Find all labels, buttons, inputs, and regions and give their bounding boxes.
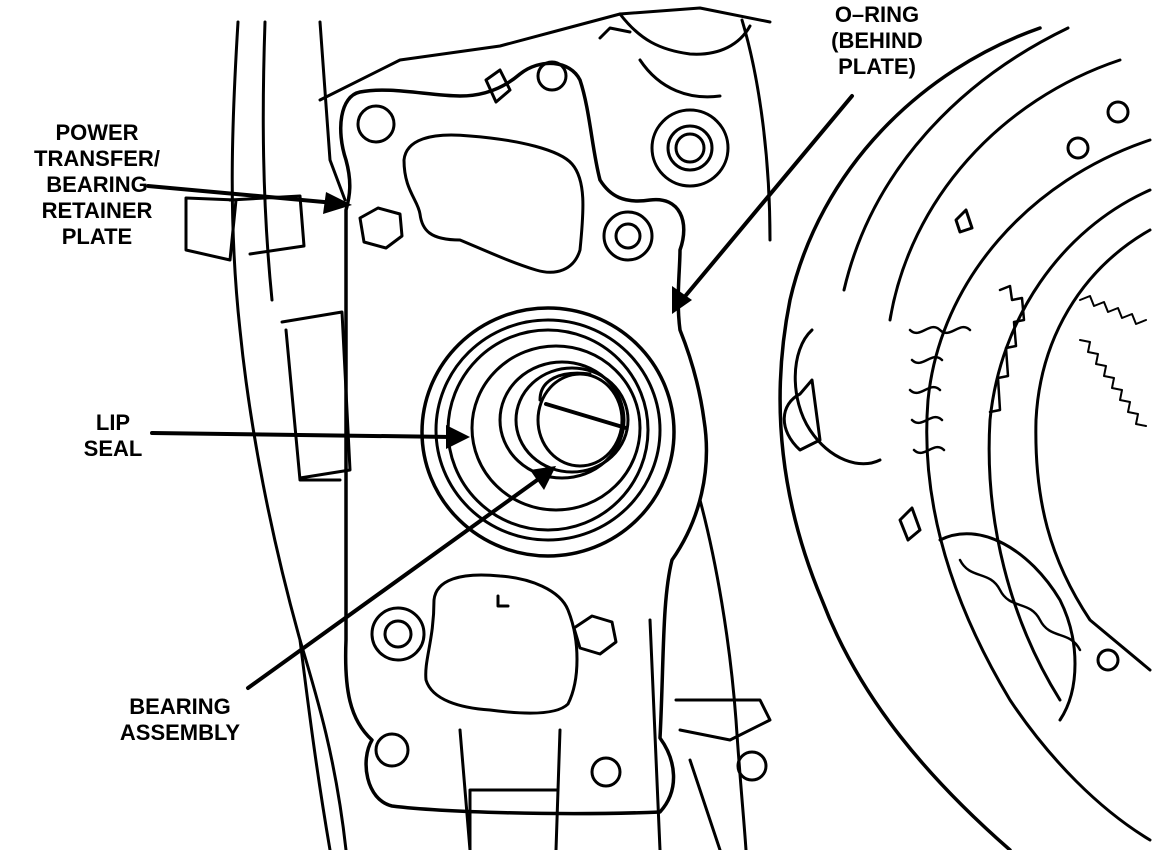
power-plate-arrowhead [323, 192, 352, 214]
label-line: PLATE [61, 224, 133, 249]
label-line: TRANSFER/ [34, 146, 160, 171]
lip-seal-leader [150, 431, 454, 439]
label-line: RETAINER [41, 198, 153, 223]
label-line: LIP [95, 410, 131, 435]
lip-seal-arrowhead [446, 425, 470, 449]
label-line: ASSEMBLY [119, 720, 241, 745]
label-line: O–RING [834, 2, 920, 27]
label-line: PLATE) [838, 54, 916, 79]
label-line: BEARING [129, 694, 231, 719]
label-line: BEARING [46, 172, 148, 197]
leader-arrows [146, 94, 854, 690]
bearing-assembly-label: BEARING ASSEMBLY [100, 694, 260, 746]
power-transfer-plate-label: POWER TRANSFER/ BEARING RETAINER PLATE [22, 120, 172, 250]
o-ring-arrowhead [672, 286, 692, 314]
power-plate-leader [146, 184, 337, 205]
lip-seal-label: LIP SEAL [58, 410, 168, 462]
label-line: POWER [55, 120, 139, 145]
o-ring-label: O–RING (BEHIND PLATE) [812, 2, 942, 80]
retainer-plate [339, 60, 709, 816]
label-line: SEAL [83, 436, 143, 461]
bearing-assembly-arrowhead [530, 466, 556, 490]
differential-gears [736, 26, 1152, 850]
transaxle-housing [184, 6, 772, 850]
label-line: (BEHIND [831, 28, 923, 53]
o-ring-leader [680, 94, 854, 302]
bearing-assembly-leader [246, 476, 542, 690]
